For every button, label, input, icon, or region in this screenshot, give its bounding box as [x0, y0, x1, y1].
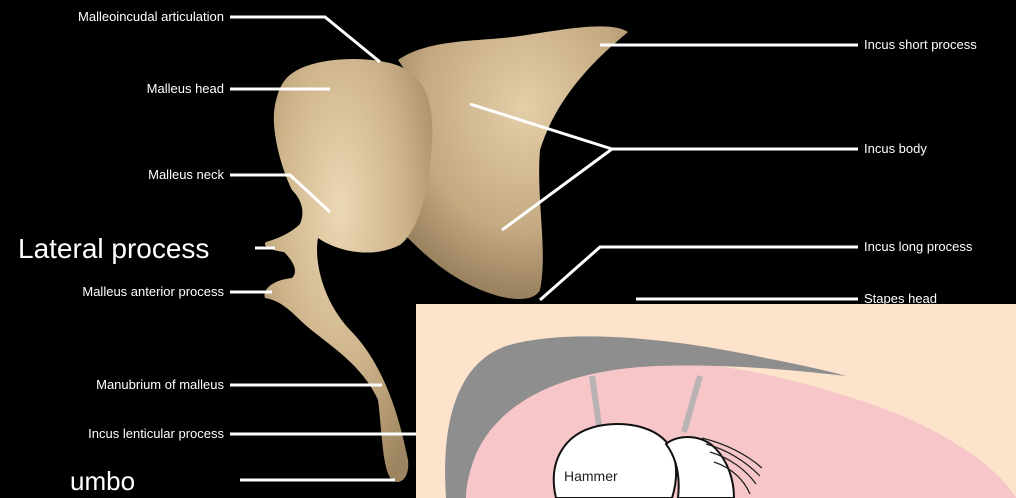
label-hammer: Hammer [564, 468, 618, 484]
label-malleus-neck: Malleus neck [148, 167, 224, 182]
label-incus-short-process: Incus short process [864, 37, 977, 52]
malleus-bone [264, 59, 432, 482]
inset-diagram-panel: Hammer [416, 304, 1016, 498]
label-lateral-process: Lateral process [18, 233, 209, 265]
label-umbo: umbo [70, 466, 135, 497]
label-incus-lenticular-process: Incus lenticular process [88, 426, 224, 441]
leader-malleoincudal [230, 17, 380, 62]
label-malleus-anterior-process: Malleus anterior process [82, 284, 224, 299]
label-manubrium-of-malleus: Manubrium of malleus [96, 377, 224, 392]
inset-diagram [416, 304, 1016, 498]
label-incus-long-process: Incus long process [864, 239, 972, 254]
leader-incus-long [540, 247, 858, 300]
label-incus-body: Incus body [864, 141, 927, 156]
label-malleoincudal-articulation: Malleoincudal articulation [78, 9, 224, 24]
label-malleus-head: Malleus head [147, 81, 224, 96]
